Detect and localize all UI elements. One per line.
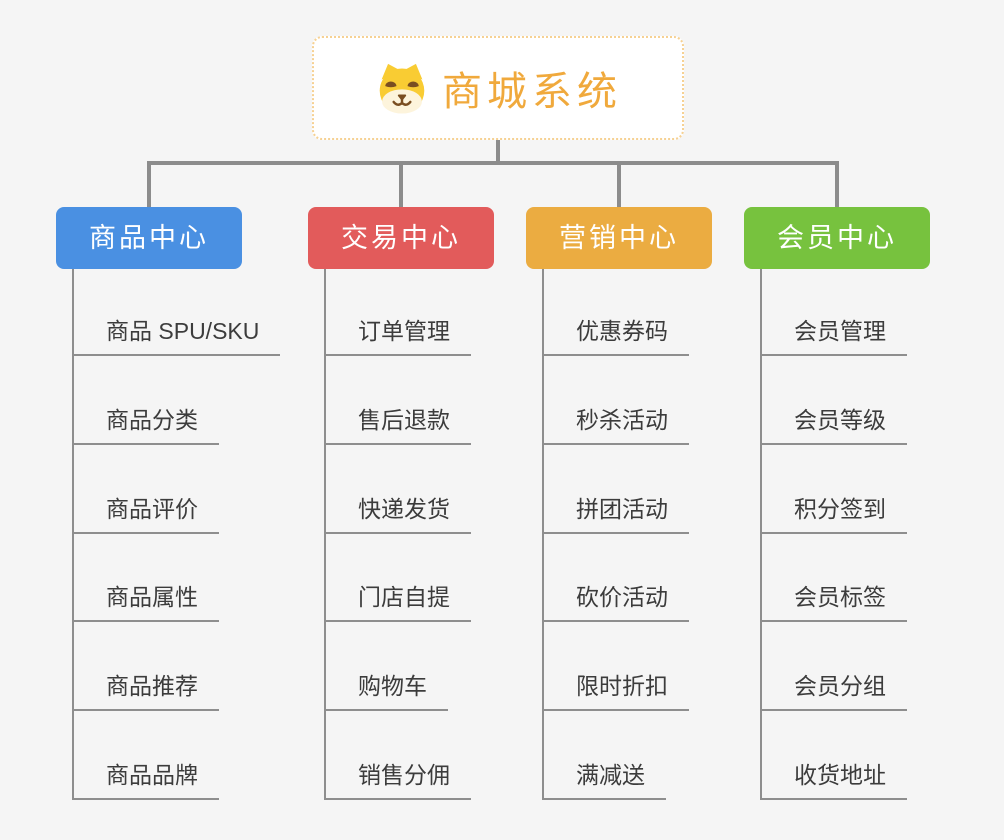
branch-column-member: 会员中心 会员管理 会员等级 积分签到 会员标签 会员分组 收货地址 bbox=[744, 207, 1004, 807]
leaf-node[interactable]: 会员标签 bbox=[760, 578, 907, 622]
connector-horizontal-bar bbox=[147, 161, 839, 165]
branch-node-marketing[interactable]: 营销中心 bbox=[526, 207, 712, 269]
branch-trunk-line bbox=[542, 269, 544, 800]
branch-trunk-line bbox=[72, 269, 74, 800]
leaf-node[interactable]: 商品推荐 bbox=[72, 667, 219, 711]
connector-drop-line bbox=[147, 161, 151, 209]
leaf-node[interactable]: 砍价活动 bbox=[542, 578, 689, 622]
leaf-node[interactable]: 售后退款 bbox=[324, 401, 471, 445]
leaf-node[interactable]: 商品分类 bbox=[72, 401, 219, 445]
connector-drop-line bbox=[835, 161, 839, 209]
leaf-node[interactable]: 门店自提 bbox=[324, 578, 471, 622]
branch-node-member[interactable]: 会员中心 bbox=[744, 207, 930, 269]
connector-drop-line bbox=[617, 161, 621, 209]
connector-drop-line bbox=[399, 161, 403, 209]
branch-trunk-line bbox=[324, 269, 326, 800]
leaf-node[interactable]: 优惠券码 bbox=[542, 312, 689, 356]
branch-column-product: 商品中心 商品 SPU/SKU 商品分类 商品评价 商品属性 商品推荐 商品品牌 bbox=[56, 207, 326, 807]
leaf-node[interactable]: 秒杀活动 bbox=[542, 401, 689, 445]
leaf-node[interactable]: 限时折扣 bbox=[542, 667, 689, 711]
branch-column-trade: 交易中心 订单管理 售后退款 快递发货 门店自提 购物车 销售分佣 bbox=[308, 207, 578, 807]
leaf-node[interactable]: 商品品牌 bbox=[72, 756, 219, 800]
doge-icon bbox=[379, 63, 425, 114]
branch-column-marketing: 营销中心 优惠券码 秒杀活动 拼团活动 砍价活动 限时折扣 满减送 bbox=[526, 207, 796, 807]
leaf-node[interactable]: 快递发货 bbox=[324, 490, 471, 534]
connector-root-stem bbox=[496, 140, 500, 164]
leaf-node[interactable]: 会员分组 bbox=[760, 667, 907, 711]
leaf-node[interactable]: 商品 SPU/SKU bbox=[72, 312, 281, 356]
leaf-node[interactable]: 收货地址 bbox=[760, 756, 907, 800]
leaf-node[interactable]: 购物车 bbox=[324, 667, 448, 711]
leaf-node[interactable]: 商品属性 bbox=[72, 578, 219, 622]
branch-node-trade[interactable]: 交易中心 bbox=[308, 207, 494, 269]
leaf-node[interactable]: 商品评价 bbox=[72, 490, 219, 534]
leaf-node[interactable]: 积分签到 bbox=[760, 490, 907, 534]
leaf-node[interactable]: 订单管理 bbox=[324, 312, 471, 356]
root-node[interactable]: 商城系统 bbox=[312, 36, 684, 140]
branch-node-product[interactable]: 商品中心 bbox=[56, 207, 242, 269]
root-title: 商城系统 bbox=[442, 70, 622, 114]
branch-trunk-line bbox=[760, 269, 762, 800]
leaf-node[interactable]: 销售分佣 bbox=[324, 756, 471, 800]
leaf-node[interactable]: 拼团活动 bbox=[542, 490, 689, 534]
leaf-node[interactable]: 满减送 bbox=[542, 756, 666, 800]
leaf-node[interactable]: 会员管理 bbox=[760, 312, 907, 356]
leaf-node[interactable]: 会员等级 bbox=[760, 401, 907, 445]
